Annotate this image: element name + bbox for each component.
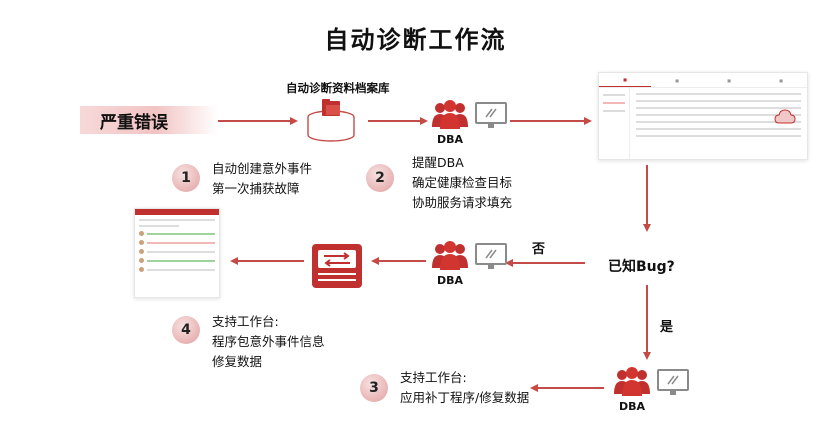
dba-team-icon [432, 241, 507, 270]
console-tabs: ■ ■ ■ ■ [599, 73, 807, 88]
step-1-text: 自动创建意外事件 第一次捕获故障 [212, 159, 312, 199]
step-3-number: 3 [369, 380, 379, 396]
step-3-line: 应用补丁程序/修复数据 [400, 390, 530, 405]
dba-label-2: DBA [436, 274, 464, 287]
step-4-line: 修复数据 [212, 354, 263, 369]
diagram-title: 自动诊断工作流 [324, 26, 507, 54]
console-screenshot: ■ ■ ■ ■ [598, 72, 808, 160]
step-2-circle: 2 [366, 164, 394, 192]
step-4-line: 程序包意外事件信息 [212, 334, 325, 349]
step-4-number: 4 [181, 322, 191, 338]
console-tab: ■ [675, 77, 679, 83]
database-folder-icon [307, 99, 355, 142]
cloud-icon [774, 109, 796, 124]
step-3-line: 支持工作台: [400, 370, 467, 385]
console-tab: ■ [599, 73, 651, 87]
severe-error-box: 严重错误 [80, 106, 218, 134]
step-2-line: 确定健康检查目标 [412, 175, 513, 190]
decision-yes-label: 是 [660, 320, 674, 335]
step-2-number: 2 [375, 170, 385, 186]
step-1-line: 自动创建意外事件 [212, 161, 313, 176]
step-3-text: 支持工作台: 应用补丁程序/修复数据 [400, 368, 529, 408]
report-header [135, 209, 219, 215]
console-table [630, 88, 807, 159]
decision-no-label: 否 [532, 242, 546, 257]
step-2-line: 提醒DBA [412, 155, 464, 170]
severe-error-label: 严重错误 [100, 112, 168, 133]
step-4-circle: 4 [172, 316, 200, 344]
step-3-circle: 3 [360, 374, 388, 402]
step-1-line: 第一次捕获故障 [212, 181, 300, 196]
step-4-text: 支持工作台: 程序包意外事件信息 修复数据 [212, 312, 325, 372]
toolbox-icon [312, 244, 362, 288]
dba-team-icon [614, 367, 689, 396]
dba-team-icon [432, 100, 507, 129]
step-2-text: 提醒DBA 确定健康检查目标 协助服务请求填充 [412, 153, 512, 213]
incident-report-screenshot [134, 208, 220, 298]
step-2-line: 协助服务请求填充 [412, 195, 513, 210]
step-4-line: 支持工作台: [212, 314, 279, 329]
step-1-circle: 1 [172, 164, 200, 192]
decision-question: 已知Bug? [608, 259, 675, 275]
console-sidebar [599, 88, 630, 159]
dba-label-3: DBA [618, 400, 646, 413]
dba-label-1: DBA [436, 133, 464, 146]
step-1-number: 1 [181, 170, 191, 186]
archive-label: 自动诊断资料档案库 [286, 81, 390, 95]
console-tab: ■ [779, 77, 783, 83]
console-tab: ■ [727, 77, 731, 83]
